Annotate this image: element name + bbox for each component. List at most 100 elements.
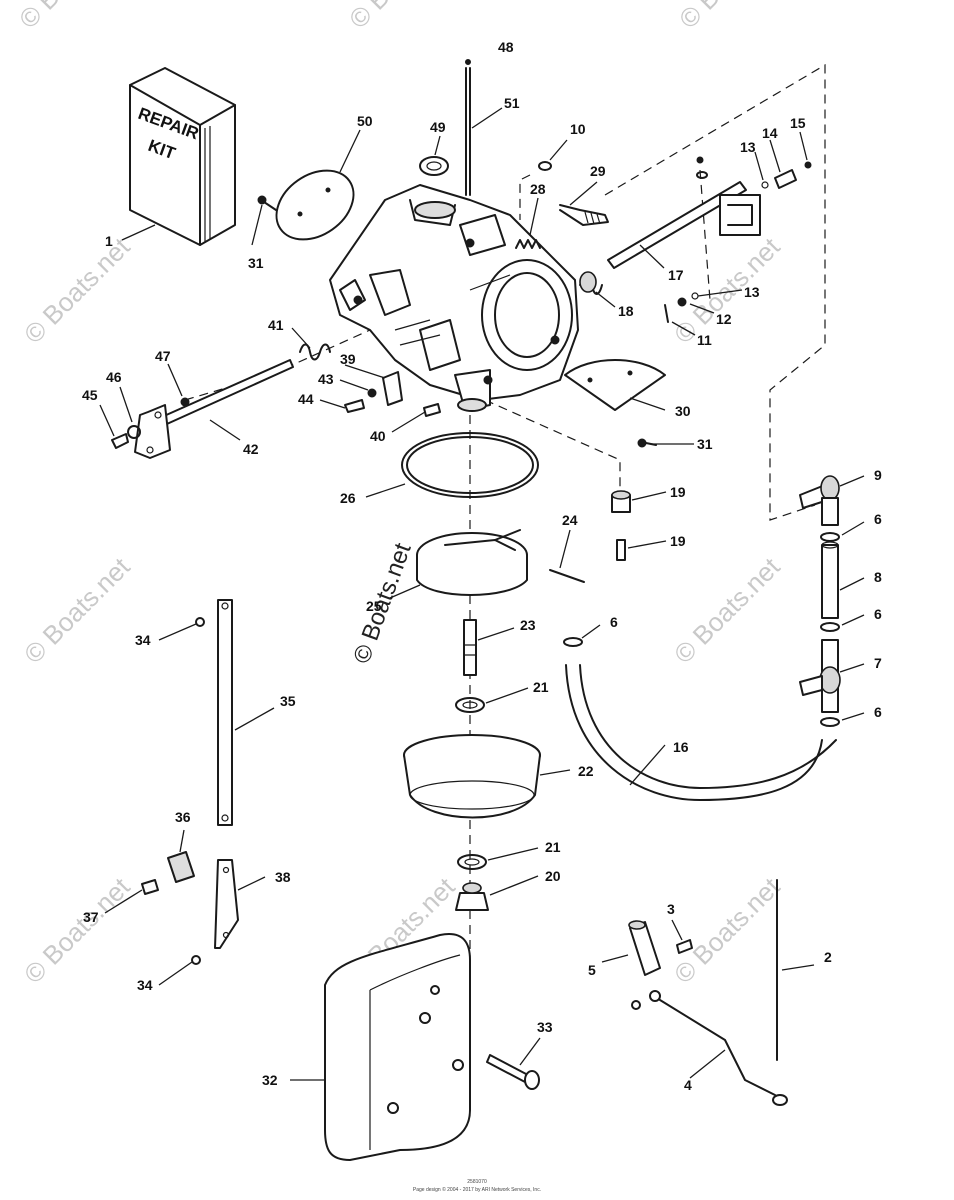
callout-20: 20	[545, 868, 561, 884]
part-34-screw-lower[interactable]	[191, 955, 201, 965]
carburetor-body[interactable]	[329, 184, 579, 412]
callout-39: 39	[340, 351, 356, 367]
callout-45: 45	[82, 387, 98, 403]
callout-40: 40	[370, 428, 386, 444]
part-32-cover[interactable]	[324, 933, 471, 1161]
part-51-rod[interactable]	[465, 59, 471, 196]
part-6-clamp-3[interactable]	[820, 717, 840, 727]
callout-19: 19	[670, 533, 686, 549]
callout-7: 7	[874, 655, 882, 671]
part-31-lower-screw[interactable]	[637, 438, 657, 448]
callout-1: 1	[105, 233, 113, 249]
callout-34: 34	[137, 977, 153, 993]
callout-47: 47	[155, 348, 171, 364]
part-35-link-rod[interactable]	[217, 599, 233, 826]
part-50-gasket[interactable]	[263, 156, 366, 253]
part-38-bracket[interactable]	[214, 859, 239, 949]
watermark: © Boats.net	[18, 231, 136, 349]
callout-49: 49	[430, 119, 446, 135]
watermark: © Boats.net	[18, 871, 136, 989]
callout-6: 6	[874, 511, 882, 527]
footer-code: 2581070	[467, 1179, 487, 1185]
part-22-float-bowl[interactable]	[403, 734, 541, 819]
part-18-spring[interactable]	[579, 271, 603, 295]
part-36-block[interactable]	[167, 851, 195, 883]
part-39-bracket[interactable]	[344, 371, 441, 417]
part-21-washer-upper[interactable]	[455, 697, 485, 713]
part-20-drain-plug[interactable]	[455, 882, 489, 911]
callout-9: 9	[874, 467, 882, 483]
footer-copyright: Page design © 2004 - 2017 by ARI Network…	[413, 1186, 541, 1193]
callout-37: 37	[83, 909, 99, 925]
callout-4: 4	[684, 1077, 692, 1093]
callout-24: 24	[562, 512, 578, 528]
callout-18: 18	[618, 303, 634, 319]
part-29-needle[interactable]	[559, 204, 609, 226]
part-26-o-ring[interactable]	[401, 432, 539, 498]
part-9-elbow-fitting[interactable]	[799, 475, 840, 526]
part-31-screw[interactable]	[257, 195, 277, 211]
callout-19: 19	[670, 484, 686, 500]
part-33-screw[interactable]	[486, 1054, 540, 1090]
part-34-screw-upper[interactable]	[195, 617, 205, 627]
part-3-pin[interactable]	[676, 939, 693, 954]
part-6-clamp-4[interactable]	[563, 637, 583, 647]
watermark: © Boats.net	[673, 0, 791, 34]
callout-25: 25	[366, 598, 382, 614]
callout-42: 42	[243, 441, 259, 457]
callout-50: 50	[357, 113, 373, 129]
part-30-plate[interactable]	[564, 359, 666, 411]
watermark: © Boats.net	[13, 0, 131, 34]
part-42-link[interactable]	[134, 359, 294, 459]
part-41-spring[interactable]	[299, 343, 331, 361]
part-4-rod[interactable]	[631, 990, 788, 1106]
part-16-fuel-hose[interactable]	[565, 664, 837, 801]
watermark: © Boats.net	[668, 551, 786, 669]
callout-17: 17	[668, 267, 684, 283]
callout-21: 21	[533, 679, 549, 695]
callout-6: 6	[874, 606, 882, 622]
watermark: © Boats.net	[18, 551, 136, 669]
callout-5: 5	[588, 962, 596, 978]
callout-46: 46	[106, 369, 122, 385]
part-23-needle-valve[interactable]	[463, 619, 477, 676]
part-10-screw[interactable]	[538, 161, 552, 171]
part-49-washer[interactable]	[419, 156, 449, 176]
callout-15: 15	[790, 115, 806, 131]
callout-43: 43	[318, 371, 334, 387]
part-17-shaft[interactable]	[607, 181, 761, 269]
callout-11: 11	[697, 332, 712, 348]
part-19-jet[interactable]	[611, 490, 631, 561]
callout-22: 22	[578, 763, 594, 779]
callout-41: 41	[268, 317, 284, 333]
callout-12: 12	[716, 311, 732, 327]
callout-29: 29	[590, 163, 606, 179]
callout-21: 21	[545, 839, 561, 855]
repair-kit-box[interactable]: REPAIR KIT	[129, 67, 236, 246]
part-24-pin[interactable]	[549, 569, 585, 583]
callout-2: 2	[824, 949, 832, 965]
part-28-spring[interactable]	[515, 239, 541, 249]
callout-38: 38	[275, 869, 291, 885]
callout-8: 8	[874, 569, 882, 585]
callout-26: 26	[340, 490, 356, 506]
part-21-washer-lower[interactable]	[457, 854, 487, 870]
part-7-tee-fitting[interactable]	[799, 639, 841, 713]
part-6-clamp-1[interactable]	[820, 532, 840, 542]
callout-31: 31	[248, 255, 264, 271]
callout-13: 13	[740, 139, 756, 155]
part-37-screw[interactable]	[141, 879, 159, 895]
part-8-hose[interactable]	[821, 541, 839, 619]
part-14-screw-assembly[interactable]	[696, 156, 812, 189]
footer: 2581070 Page design © 2004 - 2017 by ARI…	[413, 1179, 541, 1193]
callout-30: 30	[675, 403, 691, 419]
part-6-clamp-2[interactable]	[820, 622, 840, 632]
part-25-float[interactable]	[416, 529, 528, 596]
callout-28: 28	[530, 181, 546, 197]
part-5-lever[interactable]	[628, 920, 661, 976]
callout-32: 32	[262, 1072, 278, 1088]
callout-48: 48	[498, 39, 514, 55]
part-46-nut[interactable]	[111, 397, 190, 449]
watermark: © Boats.net	[348, 539, 416, 667]
